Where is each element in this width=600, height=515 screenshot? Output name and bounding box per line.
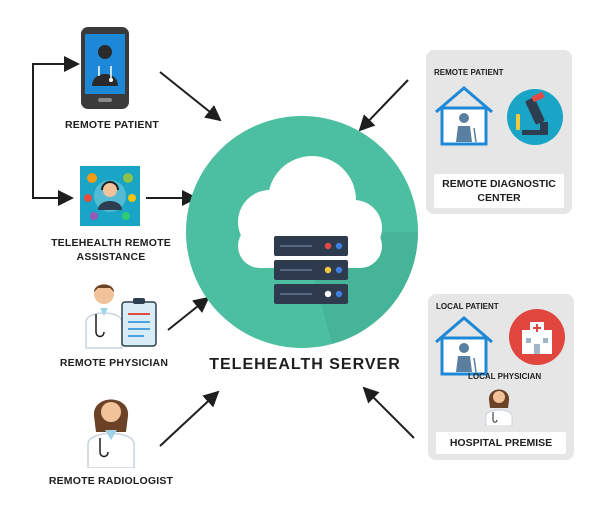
local-physician-sub-label: LOCAL PHYSICIAN: [468, 372, 542, 381]
radiologist-icon: [87, 399, 135, 468]
remote-diagnostic-center-caption: REMOTE DIAGNOSTIC CENTER: [434, 174, 564, 208]
remote-diagnostic-center-panel: REMOTE PATIENT REMOTE DIAGNOSTIC CENTER: [426, 50, 572, 214]
telehealth-remote-assistance-label: TELEHEALTH REMOTE ASSISTANCE: [51, 237, 171, 263]
microscope-icon: [507, 89, 563, 145]
arrow-remote-radiologist: [159, 390, 220, 447]
hospital-premise-caption: HOSPITAL PREMISE: [436, 432, 566, 454]
server-title: TELEHEALTH SERVER: [209, 356, 401, 373]
server-rack: [274, 236, 348, 304]
arrow-hospital-premise: [362, 386, 415, 439]
physician-clipboard-icon: [85, 284, 157, 349]
local-patient-sub-label: LOCAL PATIENT: [436, 302, 499, 311]
arrow-remote-patient: [159, 71, 222, 122]
remote-patient-label: REMOTE PATIENT: [65, 119, 159, 131]
hospital-premise-panel: LOCAL PATIENT LOCAL PHYSICIAN HOSPITAL P…: [428, 294, 574, 460]
arrow-diagnostic-center: [358, 79, 409, 132]
remote-patient-sub-label: REMOTE PATIENT: [434, 68, 504, 77]
arrow-remote-physician: [167, 296, 210, 331]
cloud-server-icon: [186, 116, 418, 348]
support-agent-icon: [80, 166, 140, 226]
remote-radiologist-label: REMOTE RADIOLOGIST: [48, 475, 174, 487]
doctor-small-icon: [485, 389, 513, 426]
remote-physician-label: REMOTE PHYSICIAN: [59, 357, 169, 369]
home-patient-icon: [435, 316, 493, 376]
smartphone-doctor-icon: [81, 27, 129, 109]
home-patient-icon: [435, 86, 493, 146]
hospital-building-icon: [509, 309, 565, 365]
